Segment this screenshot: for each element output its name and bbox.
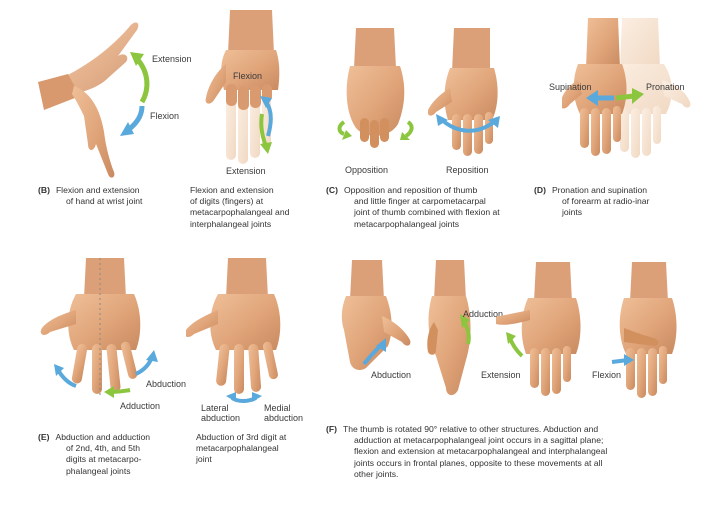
digit-abduction-illustration	[40, 258, 158, 398]
caption-d: (D)Pronation and supination of forearm a…	[534, 185, 650, 218]
flexion-arrowhead	[120, 122, 134, 136]
extension-arrow	[136, 58, 150, 104]
opposition-label: Opposition	[345, 165, 389, 175]
caption-e3: Abduction of 3rd digit at metacarpophala…	[196, 432, 287, 465]
wrist-flexion-illustration	[38, 22, 150, 178]
supination-label: Supination	[549, 82, 592, 92]
reposition-palm	[444, 68, 498, 120]
wrist-flexion-label: Flexion	[150, 111, 180, 121]
abduction-palm	[68, 294, 141, 350]
reposition-label: Reposition	[446, 165, 489, 175]
thumb-flexion-illustration	[611, 262, 677, 398]
caption-c: (C)Opposition and reposition of thumb an…	[326, 185, 500, 229]
extended-hand	[48, 22, 139, 96]
pronated-hand	[613, 18, 691, 158]
forearm	[38, 74, 80, 110]
thumb-flexion-label: Flexion	[592, 370, 622, 380]
thumb-extension-illustration	[496, 262, 581, 396]
wrist-extension-label: Extension	[152, 54, 192, 64]
caption-b: (B)Flexion and extension of hand at wris…	[38, 185, 143, 207]
supinated-hand	[562, 18, 627, 156]
digits-flexion-label: Flexion	[233, 71, 263, 81]
extension-arrowhead	[130, 52, 144, 66]
e-abduction-label: Abduction	[146, 379, 187, 389]
pronation-label: Pronation	[646, 82, 685, 92]
supination-arrowhead	[586, 90, 598, 106]
caption-e: (E)Abduction and adduction of 2nd, 4th, …	[38, 432, 151, 476]
e-adduction-label: Adduction	[120, 401, 161, 411]
pronation-illustration	[562, 18, 691, 158]
thumb-extension-label: Extension	[481, 370, 521, 380]
third-digit-abduction-illustration	[186, 258, 281, 403]
palm	[221, 50, 280, 90]
reposition-illustration	[428, 28, 500, 156]
medial-abduction-label: Medial abduction	[264, 403, 304, 423]
thumb-adduction-illustration	[427, 260, 471, 396]
lateral-abduction-label: Lateral abduction	[201, 403, 241, 423]
thumb-abduction-label: Abduction	[371, 370, 412, 380]
opposition-illustration	[337, 28, 414, 148]
digits-extension-label: Extension	[226, 166, 266, 176]
flexed-hand	[72, 86, 115, 178]
thumb-abduction-illustration	[341, 260, 411, 370]
opposition-palm	[346, 66, 405, 136]
digits-flexion-illustration	[205, 10, 280, 164]
caption-digits: Flexion and extension of digits (fingers…	[190, 185, 290, 229]
thumb-adduction-label: Adduction	[463, 309, 504, 319]
caption-f: (F)The thumb is rotated 90° relative to …	[326, 424, 608, 479]
pronation-arrowhead	[632, 88, 644, 104]
